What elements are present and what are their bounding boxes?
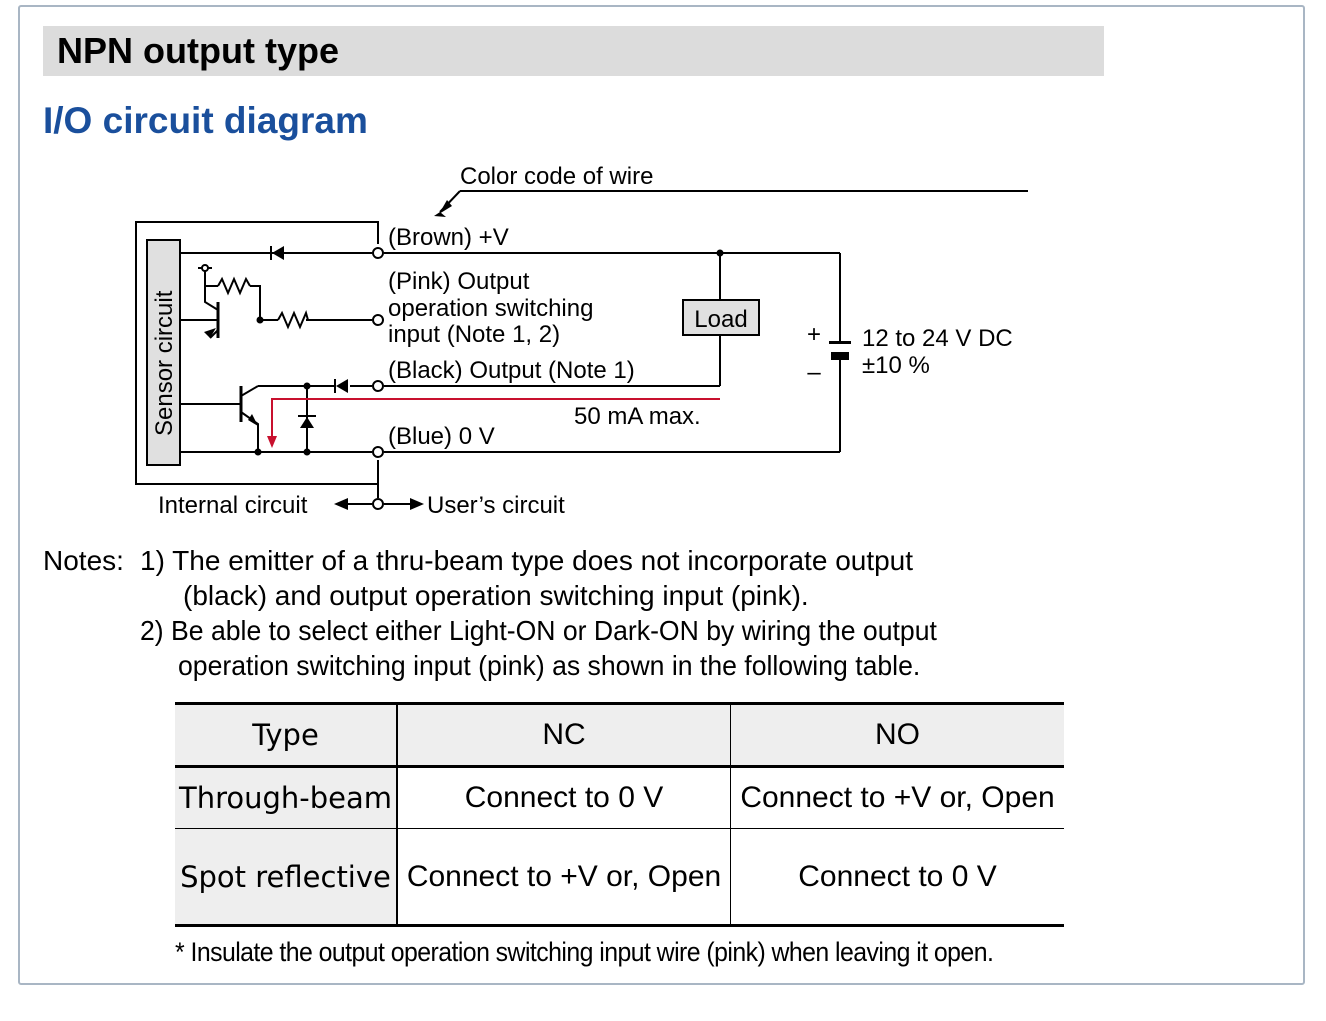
section-title: I/O circuit diagram (43, 100, 368, 141)
supply-label-2: ±10 % (862, 352, 930, 379)
table-cell-no: Connect to +V or, Open (730, 766, 1064, 829)
io-selection-table: Type NC NO Through-beam Connect to 0 V C… (175, 702, 1064, 927)
note-1-line-2: (black) and output operation switching i… (183, 580, 809, 611)
input-transistor-emitter (209, 329, 219, 339)
color-code-arrowhead-2 (439, 200, 452, 214)
footnote: * Insulate the output operation switchin… (175, 937, 994, 967)
note-1-line-1: 1) The emitter of a thru-beam type does … (140, 545, 914, 576)
table-header-row: Type NC NO (175, 702, 1064, 768)
zener-bottom-junction (303, 448, 311, 456)
terminal-black (372, 380, 384, 392)
emitter-junction (254, 448, 262, 456)
load-box (682, 299, 760, 336)
terminal-brown (372, 247, 384, 259)
color-code-arrowhead (434, 212, 446, 217)
supply-label-1: 12 to 24 V DC (862, 325, 1013, 352)
black-diode-bar (334, 379, 336, 393)
pink-resistor-link (250, 285, 261, 320)
brown-diode-icon (272, 246, 284, 260)
output-transistor-emitter (240, 411, 259, 452)
wire-black-label: (Black) Output (Note 1) (388, 357, 635, 384)
zener-diode-icon (300, 417, 314, 428)
notes-prefix: Notes: (43, 545, 124, 576)
table-row: Through-beam Connect to 0 V Connect to +… (175, 766, 1064, 829)
internal-arrowhead (334, 498, 348, 510)
sensor-circuit-box (146, 239, 181, 466)
pink-junction (256, 316, 264, 324)
black-diode-icon (336, 379, 348, 393)
table-cell-type: Spot reflective (175, 828, 397, 927)
table-header-type: Type (175, 702, 397, 768)
current-path (271, 398, 720, 440)
zener-top-junction (303, 382, 311, 390)
output-transistor-collector (240, 385, 259, 397)
resistor-bottom (277, 310, 309, 330)
note-2-line-1: 2) Be able to select either Light-ON or … (140, 615, 937, 646)
page-frame (18, 5, 1305, 985)
wire-pink-label-3: input (Note 1, 2) (388, 321, 560, 348)
terminal-pink (372, 314, 384, 326)
load-junction (716, 249, 724, 257)
internal-circuit-label: Internal circuit (158, 492, 308, 519)
input-top-node (201, 264, 209, 272)
table-header-no: NO (730, 702, 1064, 768)
battery-plate-short (831, 352, 849, 360)
header-bar (43, 26, 1104, 76)
table-cell-nc: Connect to 0 V (396, 766, 731, 829)
minus-sign: – (807, 359, 821, 386)
circuit-diagram: Color code of wire (Brown) +V (Pink) Out… (135, 163, 1028, 519)
wire-pink-label-2: operation switching (388, 295, 593, 322)
note-2-line-2: operation switching input (pink) as show… (178, 650, 921, 681)
user-arrowhead (410, 498, 424, 510)
terminal-boundary (372, 498, 384, 510)
input-transistor-collector (204, 268, 219, 311)
terminal-blue (372, 446, 384, 458)
output-transistor-arrow (248, 414, 258, 426)
sensor-circuit-label: Sensor circuit (151, 290, 178, 436)
table-cell-nc: Connect to +V or, Open (396, 828, 731, 927)
wire-blue-label: (Blue) 0 V (388, 423, 495, 450)
table-cell-no: Connect to 0 V (730, 828, 1064, 927)
resistor-top (217, 276, 251, 296)
table-header-nc: NC (396, 702, 731, 768)
brown-diode-bar (270, 246, 272, 260)
wire-pink-label-1: (Pink) Output (388, 268, 530, 295)
input-transistor-arrow (204, 328, 216, 338)
wire-brown-label: (Brown) +V (388, 224, 509, 251)
table-row: Spot reflective Connect to +V or, Open C… (175, 828, 1064, 927)
user-circuit-label: User’s circuit (427, 492, 565, 519)
table-cell-type: Through-beam (175, 766, 397, 829)
internal-circuit-box (135, 221, 379, 485)
header-title: NPN output type (57, 30, 339, 71)
current-arrowhead (267, 436, 277, 448)
current-label: 50 mA max. (574, 403, 701, 430)
plus-sign: + (807, 321, 821, 348)
battery-plate-long (829, 341, 851, 344)
load-label: Load (694, 306, 747, 333)
color-code-label: Color code of wire (460, 163, 653, 190)
